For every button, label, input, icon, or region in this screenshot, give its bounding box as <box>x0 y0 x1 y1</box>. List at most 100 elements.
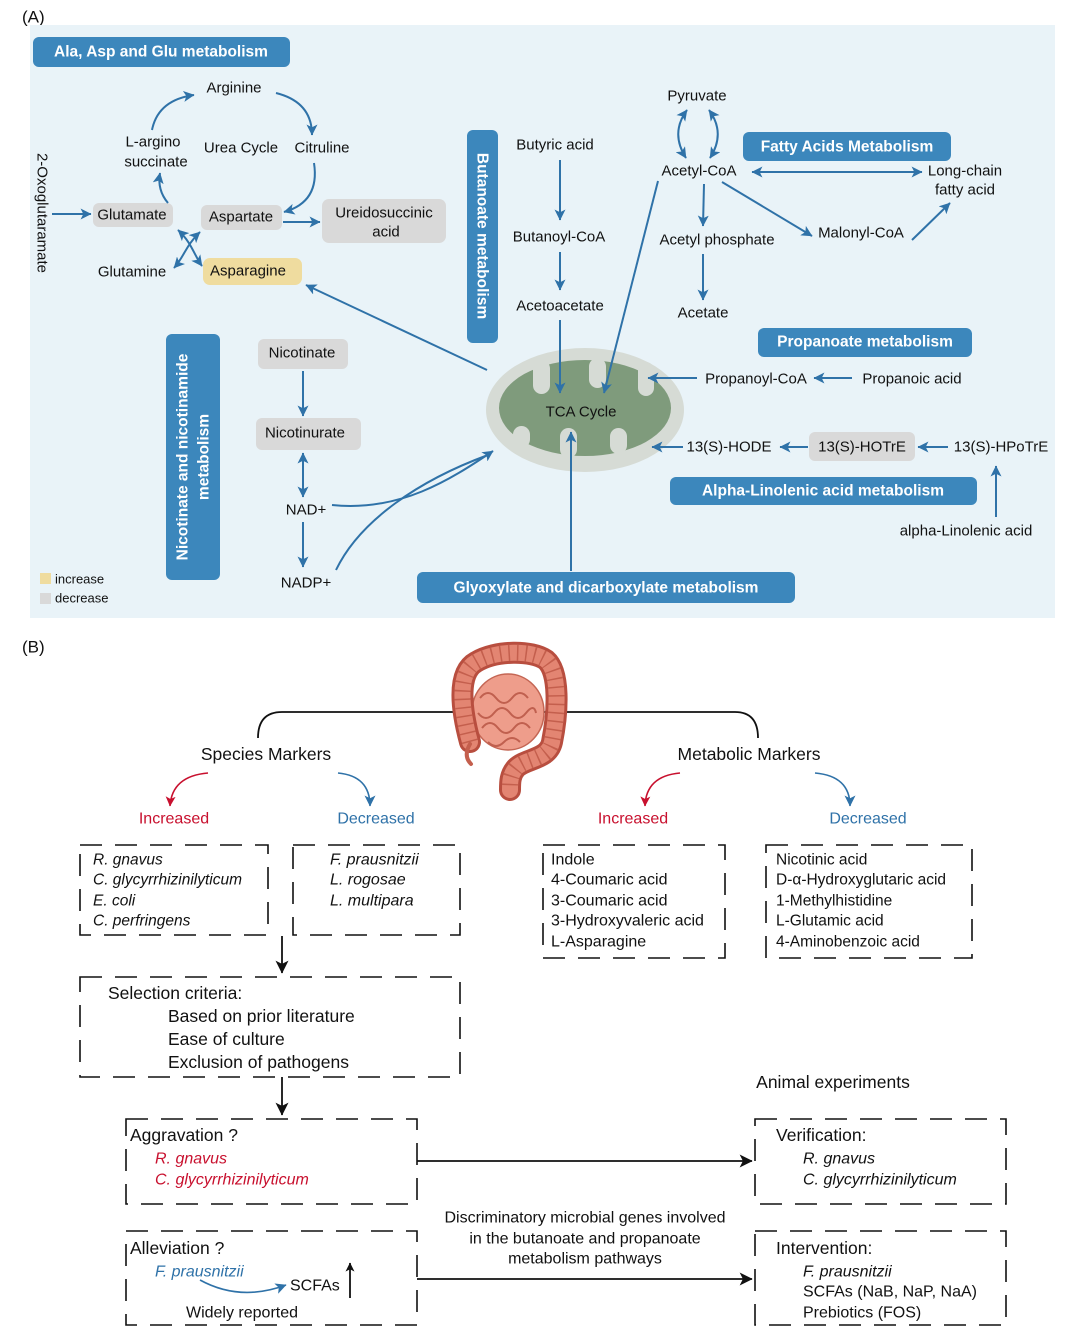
arrow-citruline-to-aspartate <box>283 162 316 215</box>
selection-title: Selection criteria: <box>108 983 242 1003</box>
arrow-argininosuccinate-to-arginine <box>151 90 195 131</box>
label-alpha-linolenic-acid: alpha-Linolenic acid <box>900 523 1033 540</box>
pathway-label-butanoate: Butanoate metabolism <box>467 130 498 343</box>
pathway-label-text: Propanoate metabolism <box>777 334 953 351</box>
arrow-glutamate-to-argininosuccinate <box>152 172 169 204</box>
list-item: F. prausnitzii <box>330 852 419 869</box>
legend-label-increase: increase <box>55 572 104 587</box>
link-text-line: Discriminatory microbial genes involved <box>445 1210 726 1227</box>
list-item: R. gnavus <box>93 852 163 869</box>
legend-swatch-decrease <box>40 593 51 604</box>
link-text-line: metabolism pathways <box>508 1251 662 1268</box>
label-oxoglutaramate: 2-Oxoglutaramate <box>34 153 51 273</box>
species-decreased-box: F. prausnitzii L. rogosae L. multipara <box>292 844 461 936</box>
list-item: 1-Methylhistidine <box>776 893 892 910</box>
intervention-box: Intervention: F. prausnitzii SCFAs (NaB,… <box>754 1230 1007 1326</box>
panel-b-label: (B) <box>22 638 45 657</box>
list-item: L. rogosae <box>330 872 406 889</box>
label-long-chain: Long-chain <box>928 163 1002 180</box>
arrow-acetylcoa-to-malonylcoa <box>721 181 813 237</box>
pathway-label-alpha-linolenic: Alpha-Linolenic acid metabolism <box>670 477 977 505</box>
list-item: L-Asparagine <box>551 934 646 951</box>
label-nicotinate: Nicotinate <box>269 345 336 362</box>
list-item: Prebiotics (FOS) <box>803 1305 921 1322</box>
alleviation-note: Widely reported <box>186 1305 298 1322</box>
label-hpotre: 13(S)-HPoTrE <box>954 439 1048 456</box>
link-text-line: in the butanoate and propanoate <box>469 1231 700 1248</box>
pathway-label-text: Ala, Asp and Glu metabolism <box>54 44 268 61</box>
pathway-label-text-line2: metabolism <box>196 414 213 500</box>
pathway-label-text: Glyoxylate and dicarboxylate metabolism <box>454 580 759 597</box>
label-acetate: Acetate <box>678 305 729 322</box>
nicotinate-box <box>258 339 348 369</box>
hotre-box <box>809 432 915 461</box>
label-ureidosuccinic-acid: acid <box>372 224 400 241</box>
list-item: D-α-Hydroxyglutaric acid <box>776 872 946 889</box>
metabolic-decreased-label: Decreased <box>829 811 906 828</box>
label-asparagine: Asparagine <box>210 263 286 280</box>
arrow-metabolic-increased <box>640 772 681 807</box>
arrow-acetylcoa-to-acetylphosphate <box>697 183 709 227</box>
arrow-pyruvate-acetylcoa-left <box>675 109 688 159</box>
list-item: C. glycyrrhizinilyticum <box>93 872 242 889</box>
arrow-tca-to-asparagine <box>305 284 488 371</box>
panel-a-arrows <box>52 90 1002 571</box>
list-item: C. perfringens <box>93 913 191 930</box>
label-propanoic-acid: Propanoic acid <box>862 371 961 388</box>
aspartate-box <box>201 205 282 230</box>
arrow-pyruvate-acetylcoa-right <box>708 109 721 159</box>
label-malonyl-coa: Malonyl-CoA <box>818 225 904 242</box>
label-hode: 13(S)-HODE <box>686 439 771 456</box>
verification-title: Verification: <box>776 1125 866 1145</box>
pathway-label-text: Butanoate metabolism <box>474 153 491 319</box>
pathway-label-nicotinate: Nicotinate and nicotinamide metabolism <box>166 334 220 580</box>
legend: increase decrease <box>40 572 108 606</box>
aggravation-title: Aggravation ? <box>130 1125 238 1145</box>
list-item: 3-Hydroxyvaleric acid <box>551 913 704 930</box>
list-item: L-Glutamic acid <box>776 913 884 930</box>
species-increased-box: R. gnavus C. glycyrrhizinilyticum E. col… <box>79 844 269 936</box>
list-item: Nicotinic acid <box>776 852 867 869</box>
label-acetoacetate: Acetoacetate <box>516 298 604 315</box>
list-item: C. glycyrrhizinilyticum <box>155 1172 309 1189</box>
arrow-malonylcoa-to-longchain <box>911 202 951 241</box>
alleviation-box: Alleviation ? F. prausnitzii SCFAs Widel… <box>125 1230 418 1326</box>
list-item: Ease of culture <box>168 1029 285 1049</box>
verification-box: Verification: R. gnavus C. glycyrrhizini… <box>754 1118 1007 1205</box>
label-glutamine: Glutamine <box>98 264 166 281</box>
pathway-label-text: Fatty Acids Metabolism <box>761 139 934 156</box>
asparagine-box <box>203 258 302 285</box>
arrow-species-increased <box>165 772 209 807</box>
species-decreased-label: Decreased <box>337 811 414 828</box>
label-pyruvate: Pyruvate <box>667 88 726 105</box>
arrow-metabolic-decreased <box>814 772 856 807</box>
list-item: F. prausnitzii <box>803 1264 892 1281</box>
glutamate-box <box>93 203 173 227</box>
alleviation-species: F. prausnitzii <box>155 1264 244 1281</box>
list-item: Based on prior literature <box>168 1006 355 1026</box>
metabolic-decreased-box: Nicotinic acid D-α-Hydroxyglutaric acid … <box>765 844 973 959</box>
metabolic-markers-title: Metabolic Markers <box>678 744 821 764</box>
arrow-nadp-to-tca <box>335 454 489 571</box>
label-hotre: 13(S)-HOTrE <box>818 439 906 456</box>
label-nad: NAD+ <box>286 502 327 519</box>
pathway-label-text-line1: Nicotinate and nicotinamide <box>175 353 192 560</box>
label-butanoyl-coa: Butanoyl-CoA <box>513 229 606 246</box>
intervention-title: Intervention: <box>776 1238 872 1258</box>
pathway-label-ala-asp-glu: Ala, Asp and Glu metabolism <box>33 37 290 67</box>
nicotinurate-box <box>256 418 361 450</box>
label-acetyl-phosphate: Acetyl phosphate <box>659 232 774 249</box>
label-urea-cycle: Urea Cycle <box>204 140 278 157</box>
pathway-label-glyoxylate: Glyoxylate and dicarboxylate metabolism <box>417 572 795 603</box>
label-l-argino: L-argino <box>125 134 180 151</box>
label-nicotinurate: Nicotinurate <box>265 425 345 442</box>
species-increased-label: Increased <box>139 811 209 828</box>
list-item: SCFAs (NaB, NaP, NaA) <box>803 1284 977 1301</box>
pathway-label-fatty-acids: Fatty Acids Metabolism <box>743 132 951 161</box>
panel-a-label: (A) <box>22 8 45 27</box>
label-acetyl-coa: Acetyl-CoA <box>661 163 736 180</box>
list-item: 4-Aminobenzoic acid <box>776 934 920 951</box>
list-item: Indole <box>551 852 595 869</box>
arrow-species-decreased <box>337 772 376 807</box>
